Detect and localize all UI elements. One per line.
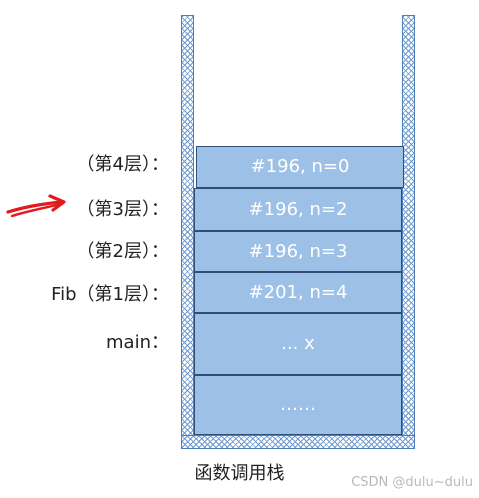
red-arrow-icon [6, 194, 66, 218]
level-2-label: （第2层）： [76, 241, 169, 262]
stack-frame-main: ... x [194, 313, 402, 375]
watermark: CSDN @dulu~dulu [351, 475, 473, 490]
stack-frame-bottom: …… [194, 375, 402, 435]
level-1-label: Fib（第1层）： [51, 284, 169, 305]
stack-wall-right [402, 15, 415, 449]
stack-wall-bottom [181, 435, 415, 449]
level-3-label: （第3层）： [76, 199, 169, 220]
diagram-caption: 函数调用栈 [194, 463, 285, 484]
stack-frame-level-2: #196, n=3 [194, 231, 402, 272]
level-4-label: （第4层）： [76, 154, 169, 175]
stack-wall-left [181, 15, 194, 449]
stack-frame-level-4: #196, n=0 [196, 146, 404, 188]
main-label: main： [106, 332, 169, 353]
stack-frame-level-3: #196, n=2 [194, 188, 402, 231]
stack-frame-level-1: #201, n=4 [194, 272, 402, 313]
